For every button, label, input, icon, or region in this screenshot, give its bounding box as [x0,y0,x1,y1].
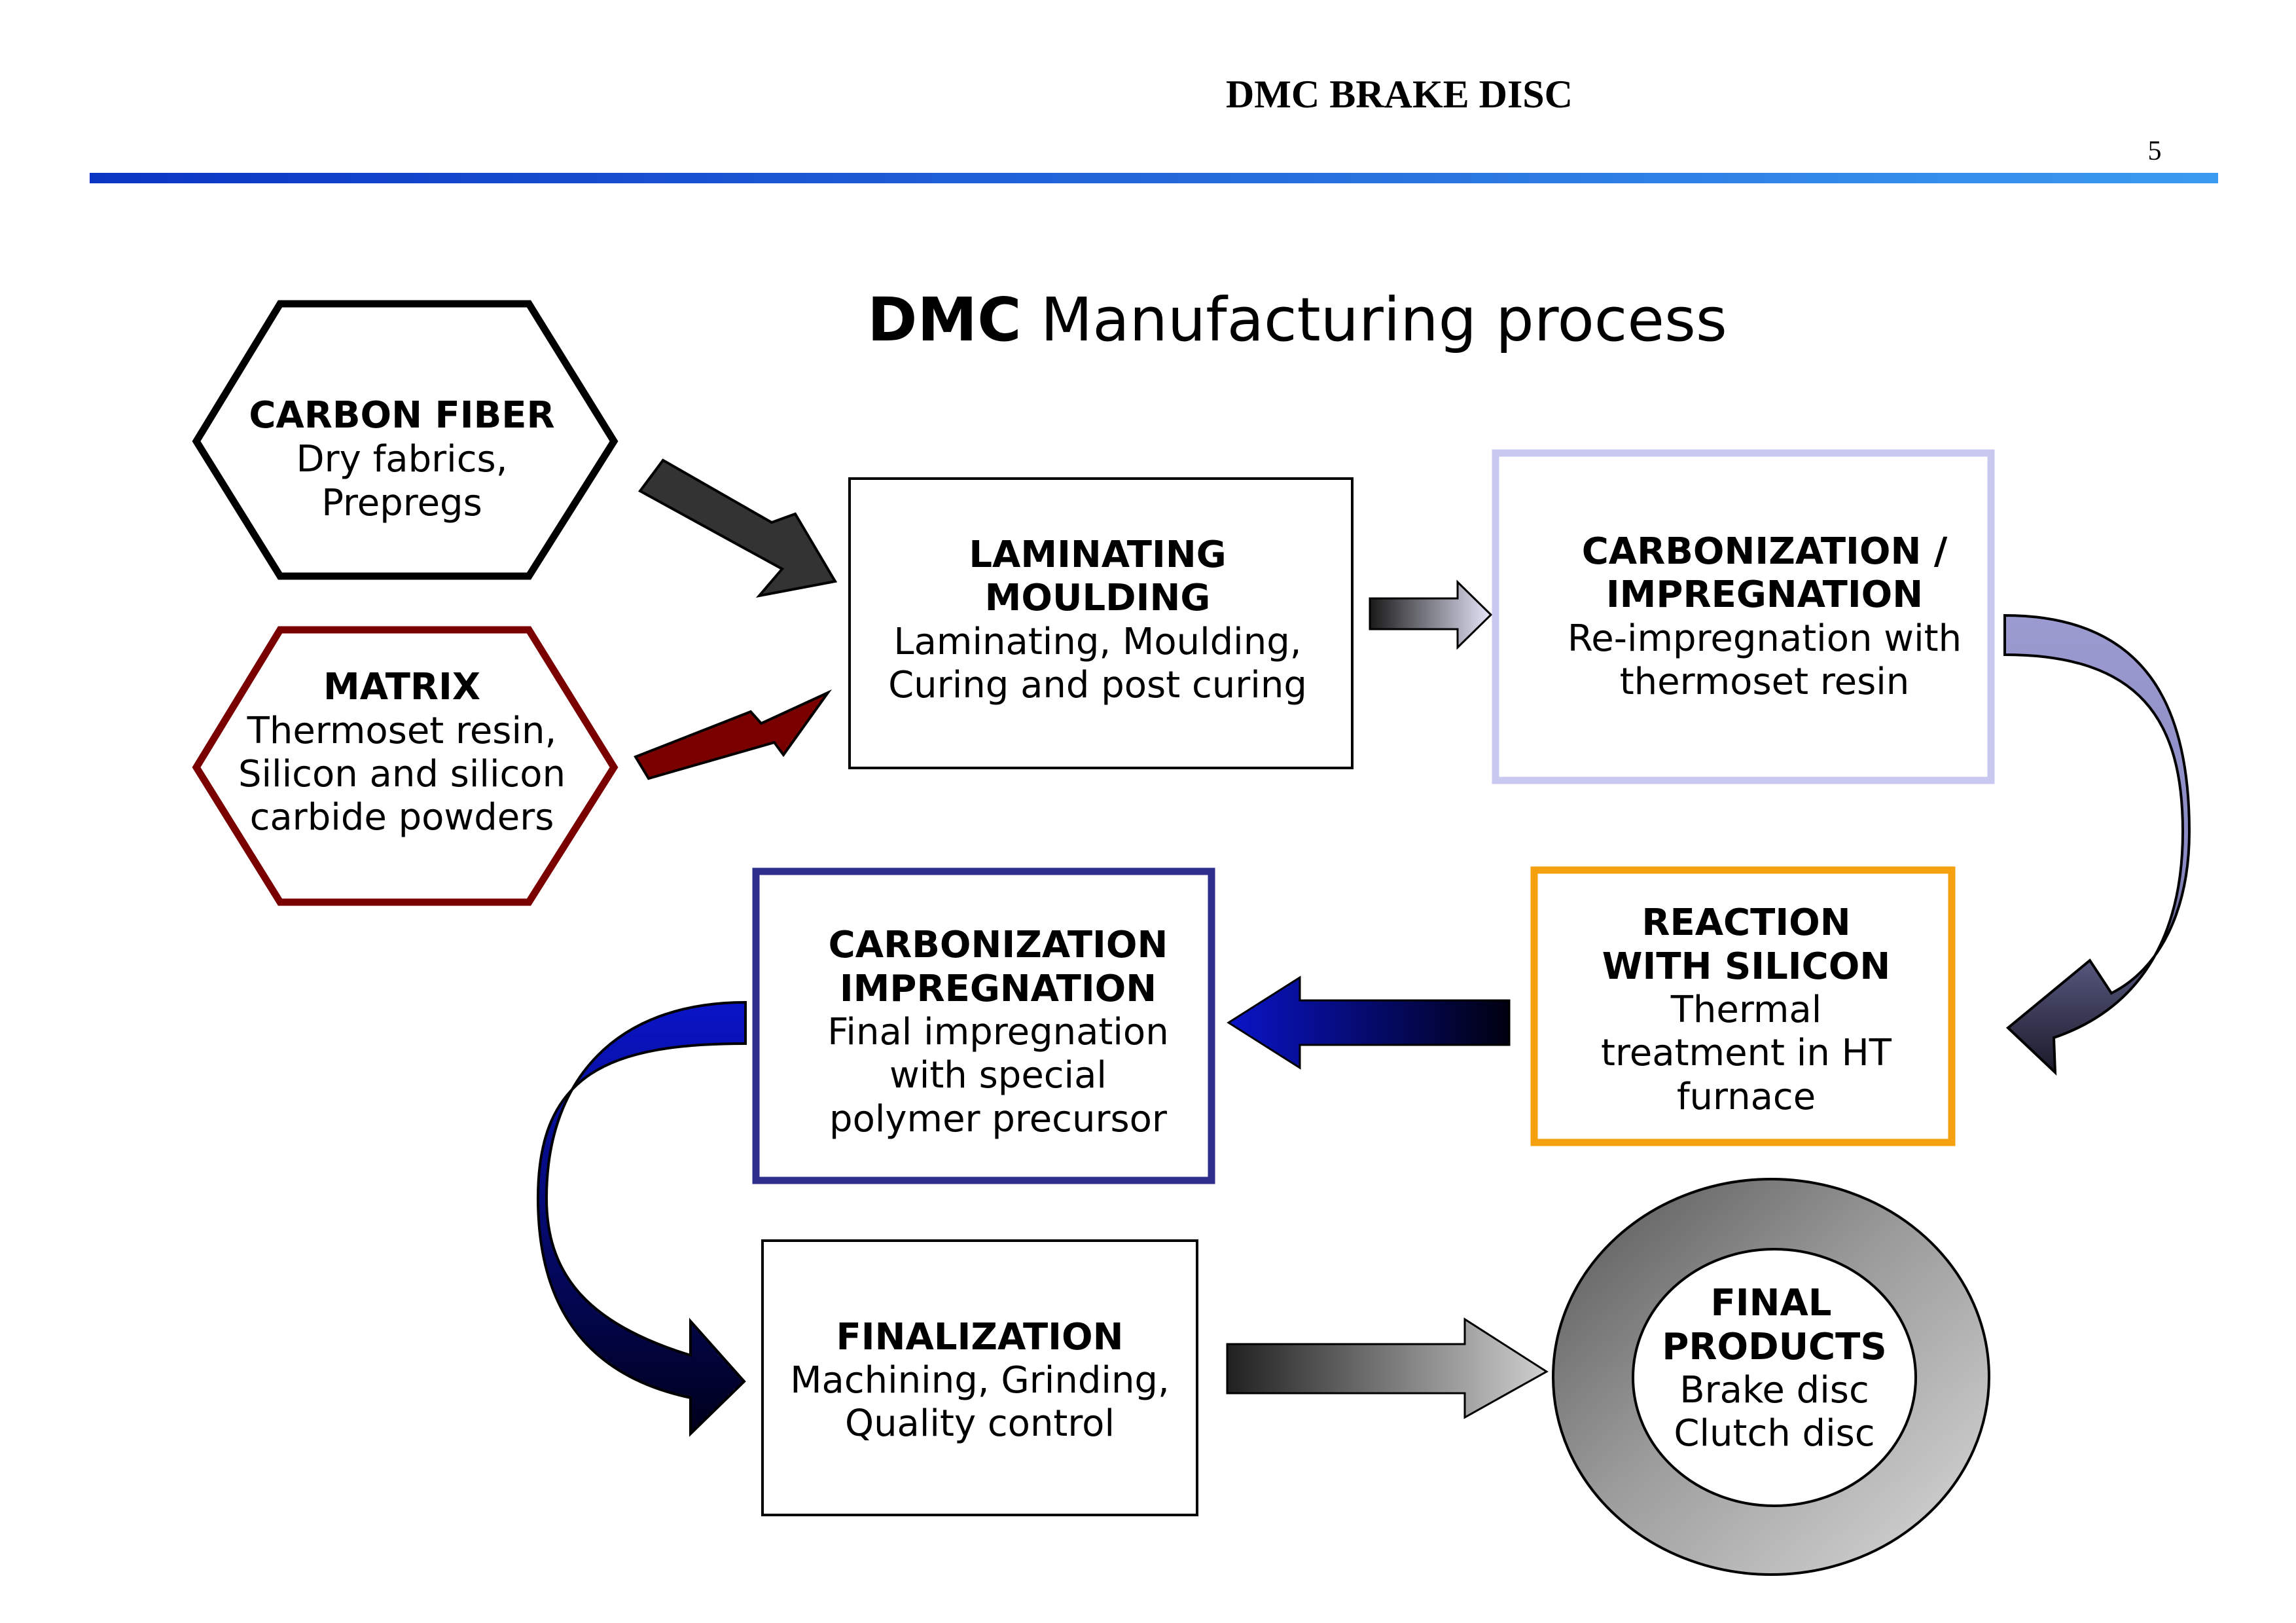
matrix-title: MATRIX [323,666,480,708]
page-number: 5 [2148,136,2162,166]
slide-title-rest: Manufacturing process [1022,285,1727,355]
matrix-hexagon [192,626,619,906]
finalization-node: FINALIZATION Machining, Grinding, Qualit… [761,1239,1198,1516]
laminating-title-1: LAMINATING [969,534,1226,576]
carbonization-2-box [752,867,1215,1184]
matrix-line-2: Silicon and silicon [238,753,565,795]
slide-title-bold: DMC [867,285,1021,355]
laminating-line-2: Curing and post curing [888,664,1307,706]
carbonization-1-node: CARBONIZATION / IMPREGNATION Re-impregna… [1492,449,1995,784]
arrow-finalization-to-products [1226,1317,1549,1419]
reaction-box [1530,866,1956,1146]
carbonization-2-node: CARBONIZATION IMPREGNATION Final impregn… [752,867,1215,1184]
carbonization-1-line-2: thermoset resin [1620,661,1910,703]
matrix-node: MATRIX Thermoset resin, Silicon and sili… [192,626,619,906]
reaction-line-3: furnace [1677,1076,1816,1118]
final-products-inner [1632,1248,1917,1507]
reaction-title-1: REACTION [1641,902,1850,944]
final-products-line-2: Clutch disc [1674,1412,1874,1455]
carbonization-2-line-3: polymer precursor [829,1098,1168,1140]
carbonization-2-title-1: CARBONIZATION [829,924,1168,966]
carbon-fiber-node: CARBON FIBER Dry fabrics, Prepregs [192,300,619,580]
laminating-box [848,477,1354,769]
reaction-line-1: Thermal [1670,989,1822,1031]
final-products-title-2: PRODUCTS [1662,1326,1886,1368]
carbonization-1-box [1492,449,1995,784]
curved-arrow-carbonization-to-finalization [536,1000,747,1437]
carbonization-2-line-2: with special [889,1054,1107,1097]
finalization-line-1: Machining, Grinding, [790,1359,1170,1402]
laminating-line-1: Laminating, Moulding, [893,621,1301,663]
finalization-box [761,1239,1198,1516]
curved-arrow-carbonization-to-reaction [2003,613,2191,1076]
carbonization-1-title-1: CARBONIZATION / [1582,530,1948,573]
matrix-line-3: carbide powders [250,796,554,839]
carbon-fiber-line-1: Dry fabrics, [296,438,507,481]
reaction-title-2: WITH SILICON [1602,945,1890,988]
arrow-laminating-to-carbonization [1369,579,1493,650]
carbon-fiber-line-2: Prepregs [321,482,482,524]
arrow-reaction-to-carbonization [1227,976,1511,1070]
reaction-node: REACTION WITH SILICON Thermal treatment … [1530,866,1956,1146]
arrow-carbon-to-laminating [638,458,838,598]
finalization-line-2: Quality control [845,1402,1115,1445]
laminating-title-2: MOULDING [985,577,1211,619]
header-title: DMC BRAKE DISC [1226,73,1573,116]
final-products-title-1: FINAL [1711,1282,1832,1324]
carbonization-1-line-1: Re-impregnation with [1568,617,1962,660]
carbon-fiber-title: CARBON FIBER [249,394,554,437]
matrix-line-1: Thermoset resin, [247,710,557,752]
reaction-line-2: treatment in HT [1601,1032,1892,1074]
carbonization-2-title-2: IMPREGNATION [840,968,1157,1010]
slide-title: DMC Manufacturing process [867,285,1727,355]
final-products-line-1: Brake disc [1679,1369,1869,1412]
carbonization-2-line-1: Final impregnation [827,1011,1168,1053]
finalization-title: FINALIZATION [836,1316,1124,1359]
arrow-matrix-to-laminating [634,689,833,780]
final-products-node: FINAL PRODUCTS Brake disc Clutch disc [1552,1178,1990,1576]
laminating-node: LAMINATING MOULDING Laminating, Moulding… [848,477,1354,769]
header-rule [90,173,2218,183]
carbonization-1-title-2: IMPREGNATION [1606,574,1923,616]
carbon-fiber-hexagon [192,300,619,580]
